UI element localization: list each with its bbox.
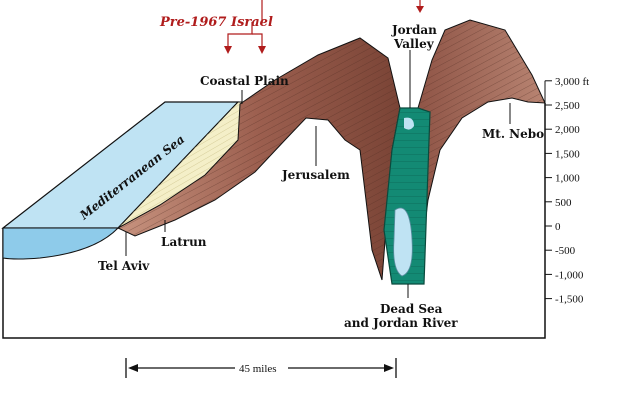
scale-tick-label: -1,000 [555, 269, 584, 281]
scale-tick-label: 3,000 ft [555, 76, 589, 88]
distance-bar [125, 358, 397, 378]
jordan-label: Jordan [391, 23, 437, 37]
tel-aviv-label: Tel Aviv [98, 259, 150, 273]
pre-1967-label: Pre-1967 Israel [159, 15, 273, 30]
jordan-river-label: and Jordan River [344, 316, 458, 330]
scale-tick-label: -1,500 [555, 294, 584, 306]
latrun-label: Latrun [161, 235, 207, 249]
scale-tick-label: 2,500 [555, 100, 580, 112]
valley-label: Valley [393, 37, 435, 51]
mt-nebo-label: Mt. Nebo [482, 127, 544, 141]
scale-tick-label: 1,500 [555, 148, 580, 160]
dead-sea-label: Dead Sea [380, 302, 443, 316]
leader-lines [125, 50, 511, 298]
scale-tick-label: 2,000 [555, 124, 580, 136]
elevation-scale: 3,000 ft 2,500 2,000 1,500 1,000 500 0 -500 -1,0… [544, 76, 589, 306]
distance-label: 45 miles [239, 363, 277, 375]
sea-front [2, 227, 120, 260]
dead-sea-water [393, 207, 413, 277]
scale-tick-label: 500 [555, 197, 572, 209]
scale-tick-label: 1,000 [555, 173, 580, 185]
coastal-plain-label: Coastal Plain [200, 74, 289, 88]
jerusalem-label: Jerusalem [281, 168, 350, 182]
scale-tick-label: 0 [555, 221, 561, 233]
jordan-river-water [404, 117, 414, 130]
scale-tick-label: -500 [555, 245, 576, 257]
